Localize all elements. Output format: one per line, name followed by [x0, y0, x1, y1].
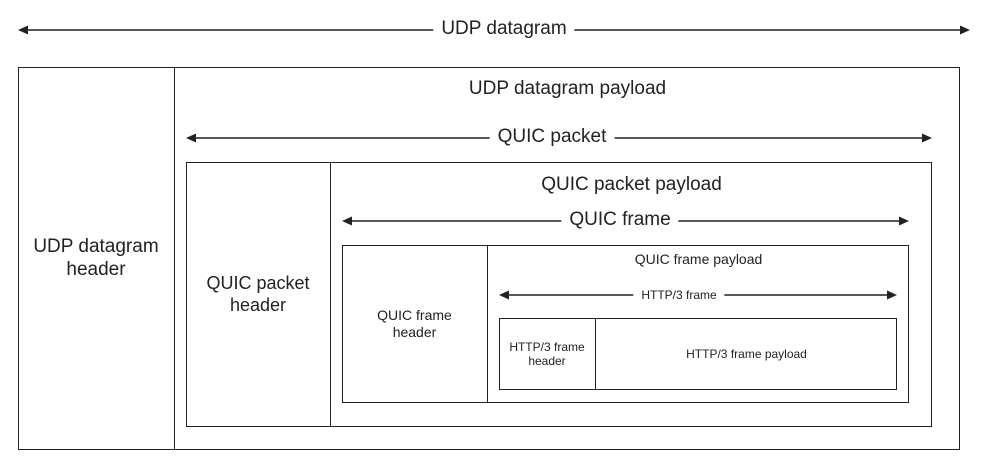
quic-packet-header-divider	[330, 162, 331, 427]
quic-frame-header-label: QUIC frame header	[342, 307, 487, 341]
quic-packet-header-line2: header	[229, 294, 287, 315]
quic-packet-label: QUIC packet	[489, 126, 615, 148]
quic-frame-header-line1: QUIC frame	[377, 307, 452, 323]
quic-packet-payload-label: QUIC packet payload	[541, 174, 722, 195]
quic-frame-header-line2: header	[392, 323, 437, 340]
udp-datagram-payload-label: UDP datagram payload	[468, 78, 667, 99]
quic-packet-header-line1: QUIC packet	[206, 273, 310, 293]
quic-packet-header-label: QUIC packet header	[186, 273, 330, 316]
udp-datagram-label: UDP datagram	[433, 18, 575, 40]
quic-frame-header-divider	[487, 245, 488, 403]
http3-frame-header-label: HTTP/3 frame header	[499, 340, 595, 369]
udp-header-divider	[174, 67, 175, 450]
udp-datagram-header-label: UDP datagram header	[18, 236, 174, 282]
http3-frame-header-line2: header	[528, 354, 566, 369]
http3-frame-box	[499, 318, 897, 390]
http3-frame-payload-label: HTTP/3 frame payload	[686, 347, 807, 361]
http3-frame-label: HTTP/3 frame	[633, 288, 725, 302]
quic-frame-payload-label: QUIC frame payload	[634, 251, 763, 267]
quic-frame-label: QUIC frame	[561, 209, 679, 231]
udp-header-line2: header	[66, 258, 126, 280]
udp-header-line1: UDP datagram	[33, 236, 159, 257]
http3-frame-header-divider	[595, 318, 596, 390]
http3-frame-header-line1: HTTP/3 frame	[509, 340, 585, 354]
